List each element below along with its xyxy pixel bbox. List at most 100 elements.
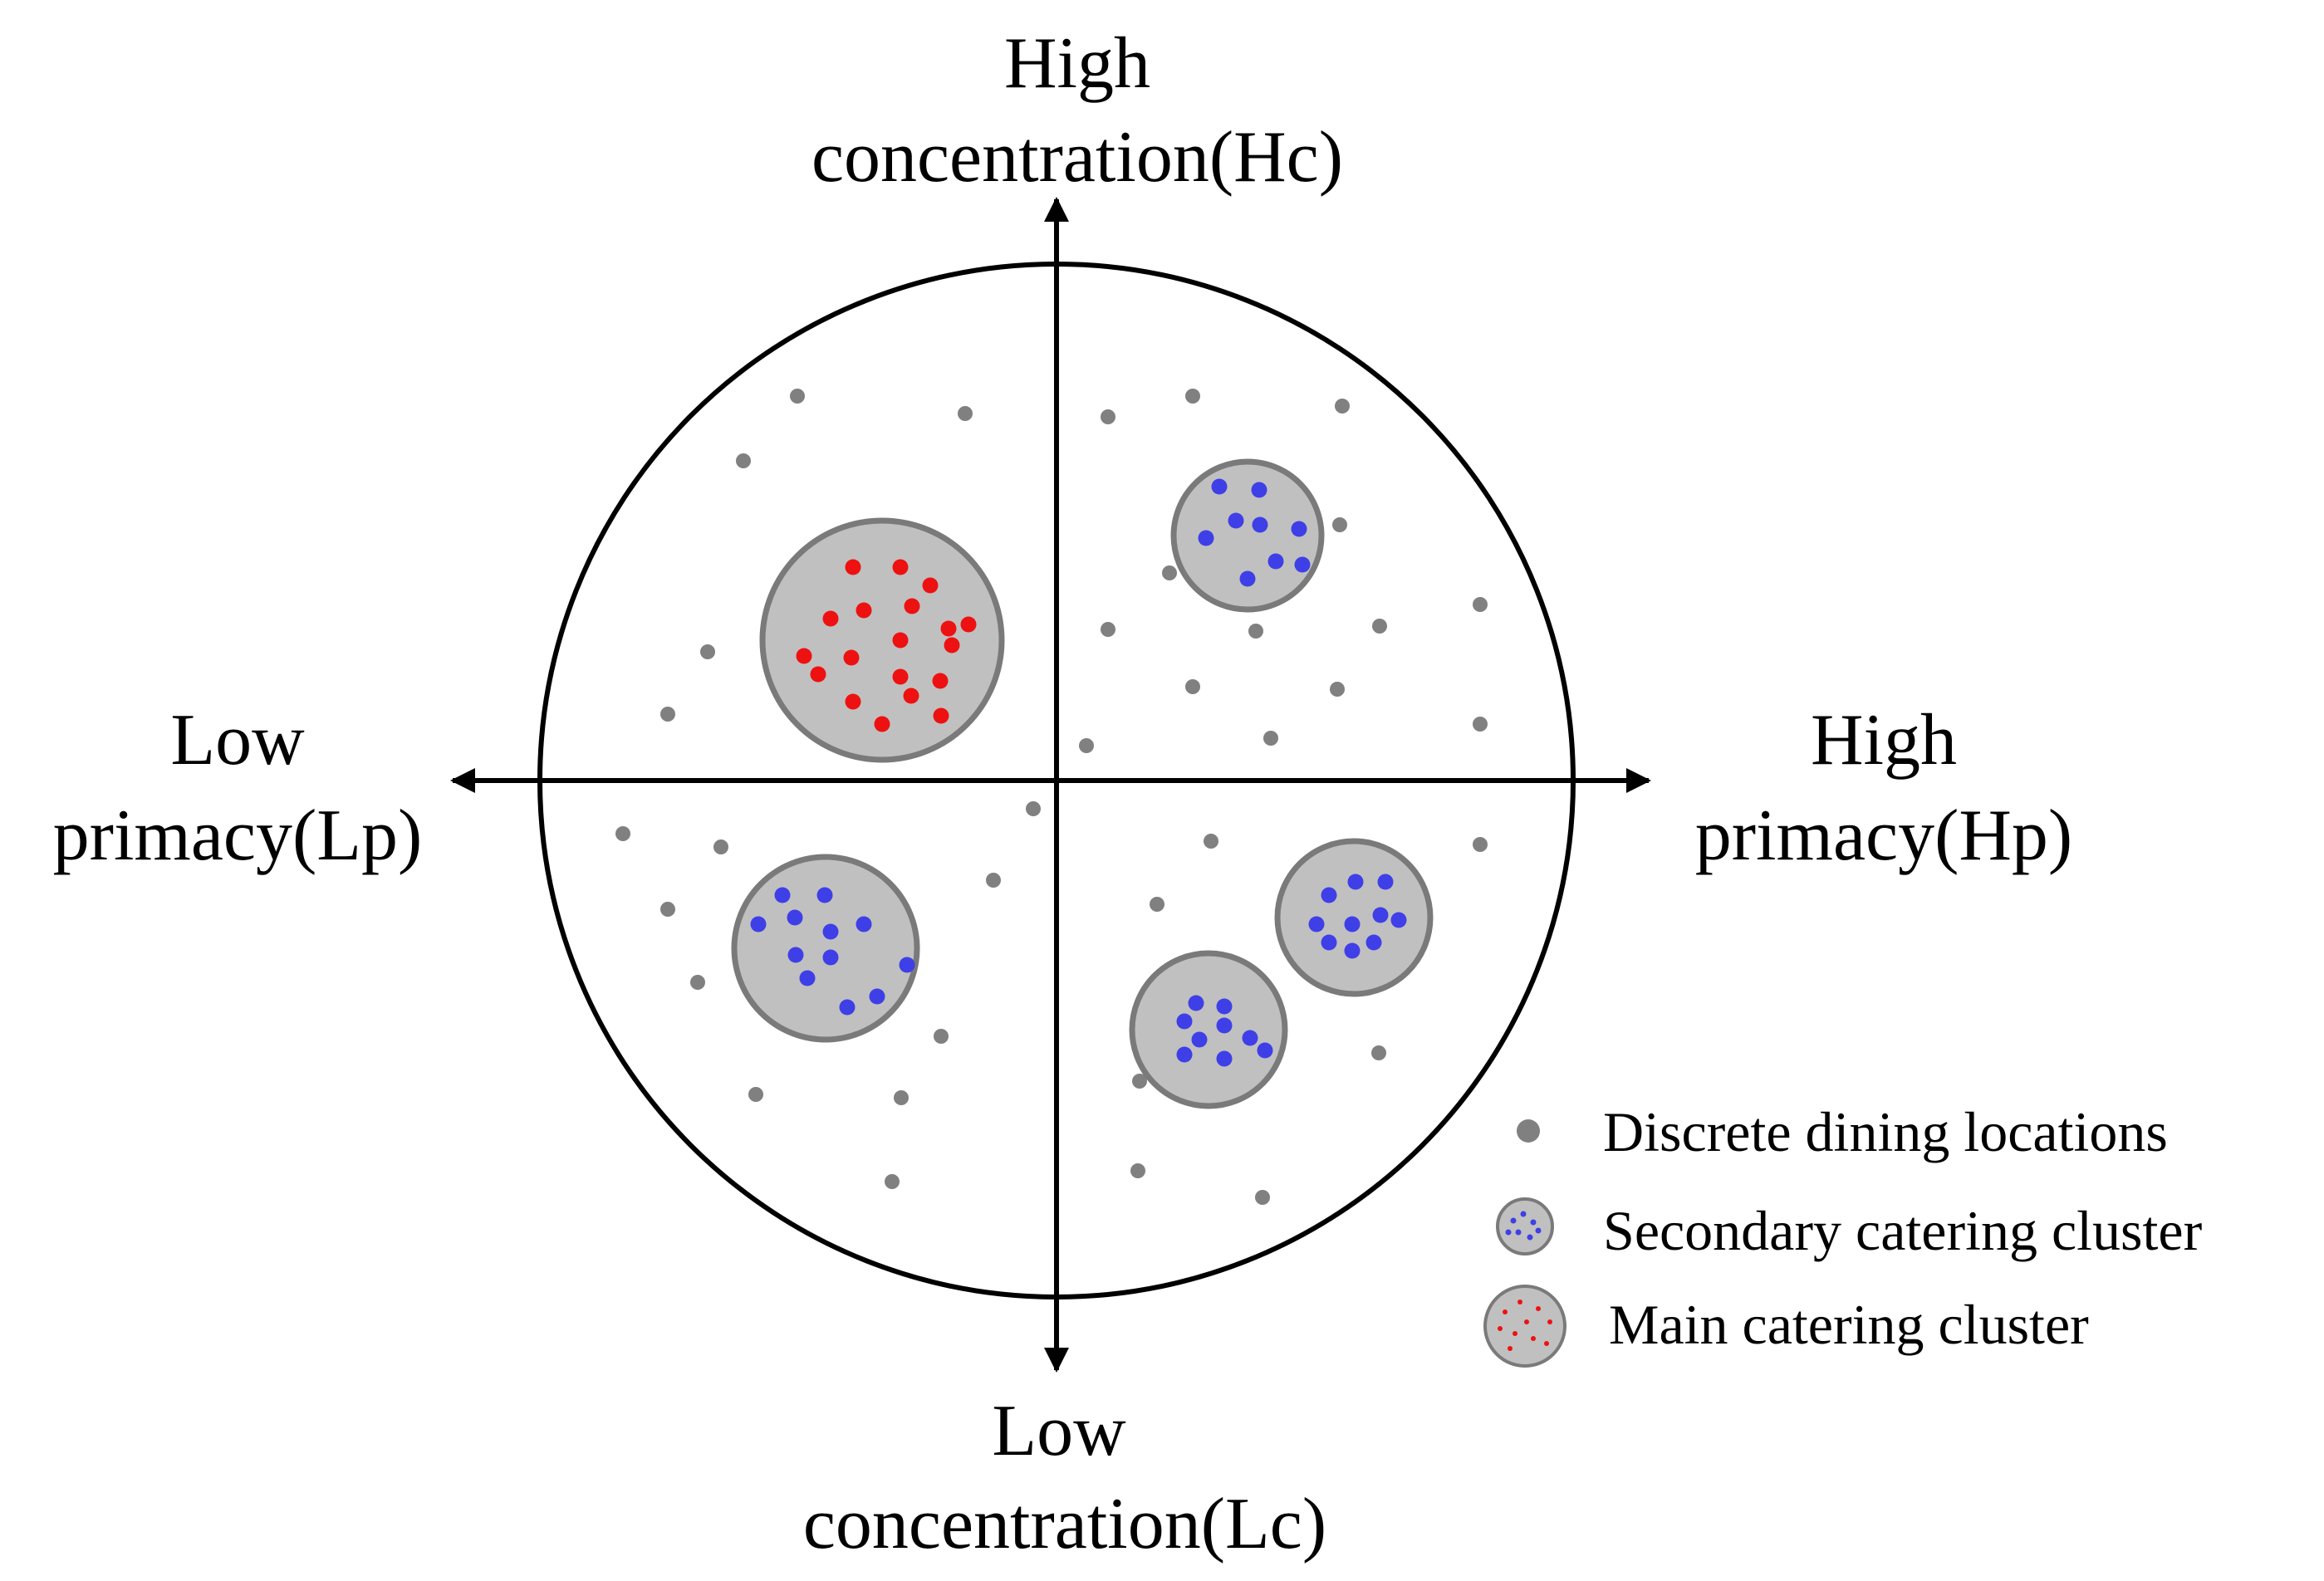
- legend-item-discrete: Discrete dining locations: [1517, 1100, 2168, 1163]
- main-cluster-dot: [843, 649, 860, 666]
- secondary-cluster-dot: [799, 970, 816, 986]
- secondary-cluster-dot: [787, 947, 804, 963]
- secondary-catering-cluster: [1170, 458, 1325, 613]
- secondary-cluster-dot: [839, 999, 856, 1016]
- discrete-dining-dot: [894, 1090, 909, 1105]
- secondary-cluster-dot: [1211, 478, 1228, 495]
- secondary-cluster-dot: [1372, 907, 1389, 923]
- main-cluster-dot: [903, 688, 919, 704]
- discrete-dining-dot: [1263, 731, 1278, 746]
- legend-label-main: Main catering cluster: [1609, 1293, 2089, 1356]
- main-cluster-dot: [796, 648, 812, 664]
- gray-dot-icon: [1517, 1119, 1540, 1143]
- discrete-dining-dot: [700, 644, 715, 659]
- secondary-cluster-dot: [1176, 1046, 1193, 1063]
- discrete-dining-dot: [958, 406, 973, 421]
- discrete-dining-dot: [1335, 399, 1350, 414]
- secondary-cluster-icon: [1496, 1197, 1554, 1256]
- secondary-cluster-dot: [1291, 521, 1307, 537]
- discrete-dining-dot: [1332, 517, 1347, 532]
- secondary-catering-cluster: [1129, 950, 1288, 1109]
- discrete-dining-dot: [615, 826, 630, 841]
- secondary-cluster-dot: [1321, 887, 1337, 903]
- main-cluster-dot: [904, 598, 920, 614]
- secondary-cluster-dot: [1344, 916, 1361, 932]
- discrete-dining-dot: [885, 1174, 900, 1189]
- discrete-dining-dot: [1372, 619, 1387, 634]
- secondary-cluster-dot: [1294, 556, 1311, 573]
- cluster-circle: [759, 517, 1005, 763]
- discrete-dots: [615, 389, 1488, 1205]
- secondary-cluster-dot: [1308, 916, 1325, 932]
- legend-label-secondary: Secondary catering cluster: [1603, 1199, 2203, 1262]
- main-cluster-dot: [960, 616, 977, 633]
- axis-label-right-line2: primacy(Hp): [1695, 795, 2072, 876]
- axis-label-bottom-line1: Low: [992, 1391, 1126, 1471]
- secondary-cluster-dot: [1321, 934, 1337, 951]
- secondary-cluster-dot: [822, 923, 839, 940]
- discrete-dining-dot: [790, 389, 805, 404]
- discrete-dining-dot: [713, 839, 728, 854]
- main-catering-cluster: [759, 517, 1005, 763]
- main-cluster-dot: [845, 693, 861, 710]
- main-cluster-icon: [1483, 1285, 1566, 1368]
- legend: Discrete dining locations Secondary cate…: [1483, 1100, 2203, 1368]
- discrete-dining-dot: [660, 902, 675, 917]
- discrete-dining-dot: [1026, 801, 1041, 816]
- main-cluster-dot: [856, 602, 872, 619]
- secondary-cluster-dot: [899, 957, 915, 973]
- secondary-cluster-dot: [1347, 874, 1364, 890]
- discrete-dining-dot: [736, 453, 751, 468]
- axis-label-right-line1: High: [1811, 700, 1957, 781]
- secondary-cluster-dot: [1377, 874, 1394, 890]
- axis-label-left: Low primacy(Lp): [53, 700, 423, 876]
- secondary-catering-cluster: [731, 854, 920, 1043]
- main-cluster-dot: [932, 673, 949, 689]
- discrete-dining-dot: [1132, 1074, 1147, 1089]
- legend-label-discrete: Discrete dining locations: [1603, 1100, 2168, 1163]
- legend-item-main: Main catering cluster: [1483, 1285, 2089, 1368]
- axis-label-bottom-line2: concentration(Lc): [803, 1484, 1326, 1564]
- discrete-dining-dot: [1101, 409, 1115, 424]
- secondary-cluster-dot: [1239, 570, 1256, 587]
- clusters: [731, 458, 1434, 1109]
- secondary-cluster-dot: [1252, 516, 1268, 533]
- secondary-cluster-dot: [774, 887, 791, 903]
- secondary-cluster-dot: [787, 909, 803, 926]
- secondary-cluster-dot: [1216, 1050, 1233, 1067]
- axis-label-bottom: Low concentration(Lc): [803, 1391, 1326, 1564]
- axis-label-left-line1: Low: [170, 700, 305, 781]
- discrete-dining-dot: [1473, 837, 1488, 852]
- main-cluster-dot: [892, 559, 909, 575]
- secondary-cluster-dot: [1188, 995, 1204, 1011]
- secondary-cluster-dot: [822, 949, 839, 966]
- secondary-cluster-dot: [1267, 553, 1284, 570]
- cluster-circle: [731, 854, 920, 1043]
- discrete-dining-dot: [1371, 1045, 1386, 1060]
- main-cluster-dot: [933, 707, 949, 724]
- secondary-cluster-dot: [1191, 1031, 1208, 1048]
- secondary-cluster-dot: [1176, 1013, 1193, 1030]
- discrete-dining-dot: [934, 1029, 949, 1044]
- secondary-catering-cluster: [1274, 838, 1434, 997]
- discrete-dining-dot: [1130, 1163, 1145, 1178]
- axis-label-top-line1: High: [1004, 23, 1150, 104]
- secondary-cluster-dot: [1242, 1030, 1258, 1046]
- main-cluster-dot: [944, 637, 960, 653]
- discrete-dining-dot: [1079, 738, 1094, 753]
- axis-label-top-line2: concentration(Hc): [811, 117, 1343, 198]
- cluster-circle: [1129, 950, 1288, 1109]
- secondary-cluster-dot: [1216, 998, 1233, 1015]
- legend-item-secondary: Secondary catering cluster: [1496, 1197, 2203, 1262]
- secondary-cluster-dot: [1390, 912, 1407, 928]
- discrete-dining-dot: [690, 975, 705, 990]
- discrete-dining-dot: [1101, 622, 1115, 637]
- main-cluster-dot: [922, 577, 939, 594]
- discrete-dining-dot: [660, 707, 675, 722]
- discrete-dining-dot: [1248, 624, 1263, 639]
- axis-label-top: High concentration(Hc): [811, 23, 1343, 198]
- secondary-cluster-dot: [1344, 942, 1361, 959]
- discrete-dining-dot: [1473, 717, 1488, 732]
- secondary-cluster-dot: [1216, 1017, 1233, 1034]
